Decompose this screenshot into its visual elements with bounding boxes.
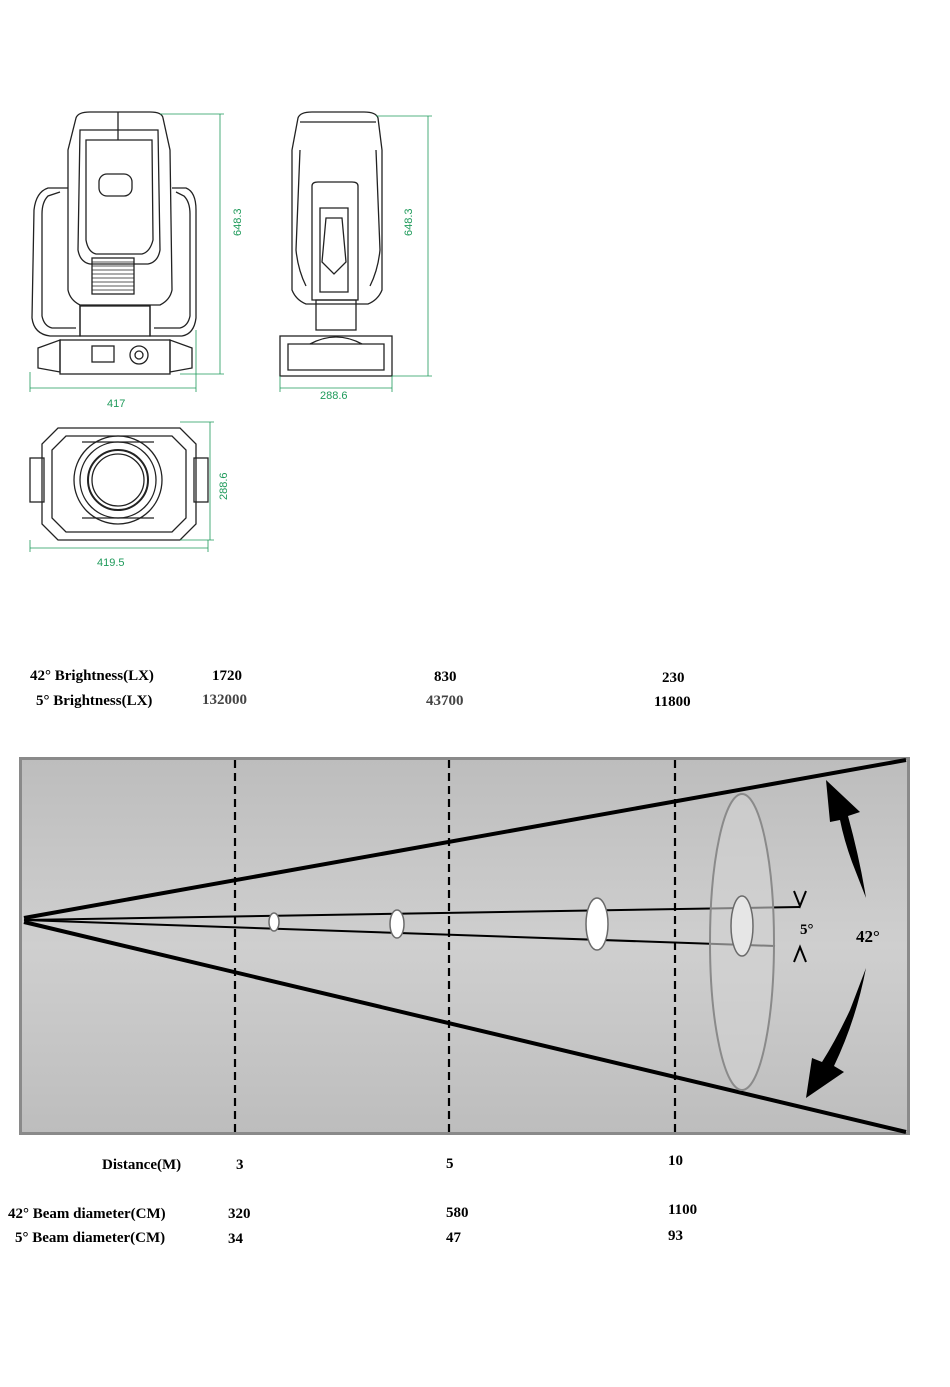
- beam-diagram: 5° 42°: [0, 750, 950, 1150]
- top-depth-label: 288.6: [218, 472, 230, 500]
- front-view-drawing: [32, 112, 196, 374]
- brightness-42-value-3m: 1720: [212, 668, 242, 685]
- front-height-label: 648.3: [232, 208, 244, 236]
- brightness-42-value-10m: 230: [662, 670, 685, 687]
- brightness-5-value-3m: 132000: [202, 692, 247, 709]
- dimension-drawings: [0, 0, 480, 590]
- brightness-5-value-10m: 11800: [654, 694, 691, 711]
- top-width-label: 419.5: [97, 557, 125, 569]
- beam-diameter-42-value-10m: 1100: [668, 1202, 697, 1219]
- side-height-label: 648.3: [403, 208, 415, 236]
- top-view-drawing: [30, 428, 208, 540]
- front-width-label: 417: [107, 398, 125, 410]
- side-width-label: 288.6: [320, 390, 348, 402]
- beam-diameter-5-value-3m: 34: [228, 1231, 243, 1248]
- brightness-42-label: 42° Brightness(LX): [30, 668, 154, 685]
- distance-value-3: 3: [236, 1157, 244, 1174]
- wide-angle-label: 42°: [856, 927, 880, 946]
- beam-diameter-5-value-5m: 47: [446, 1230, 461, 1247]
- brightness-42-value-5m: 830: [434, 669, 457, 686]
- narrow-beam-spot-3: [586, 898, 608, 950]
- distance-value-5: 5: [446, 1156, 454, 1173]
- beam-diameter-42-value-5m: 580: [446, 1205, 469, 1222]
- narrow-beam-spot-2: [390, 910, 404, 938]
- side-view-drawing: [280, 112, 392, 376]
- beam-diameter-42-value-3m: 320: [228, 1206, 251, 1223]
- brightness-5-label: 5° Brightness(LX): [36, 693, 152, 710]
- distance-label: Distance(M): [102, 1157, 181, 1174]
- brightness-5-value-5m: 43700: [426, 693, 464, 710]
- distance-value-10: 10: [668, 1153, 683, 1170]
- beam-diameter-5-label: 5° Beam diameter(CM): [15, 1230, 165, 1247]
- beam-diameter-5-value-10m: 93: [668, 1228, 683, 1245]
- narrow-beam-spot-4: [731, 896, 753, 956]
- narrow-angle-label: 5°: [800, 922, 814, 938]
- narrow-beam-spot-1: [269, 913, 279, 931]
- beam-diameter-42-label: 42° Beam diameter(CM): [8, 1206, 166, 1223]
